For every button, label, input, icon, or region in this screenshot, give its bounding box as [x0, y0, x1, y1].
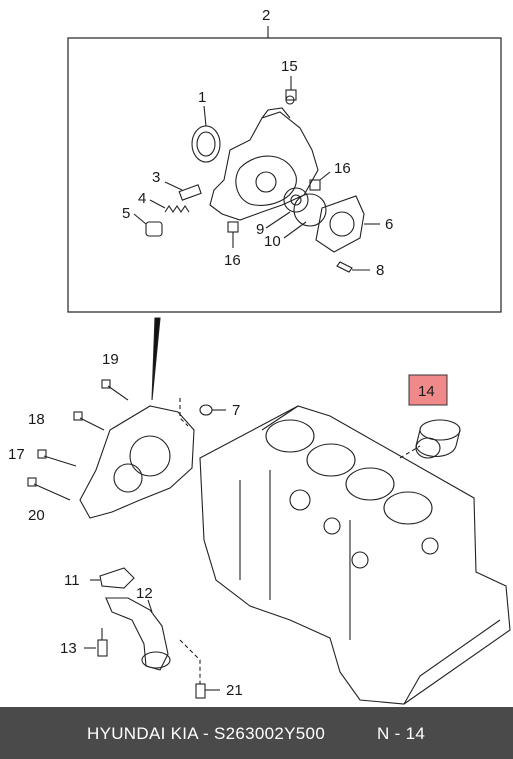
callout-12: 12 — [136, 585, 153, 602]
callout-19: 19 — [102, 351, 119, 368]
exploded-view-frame — [67, 37, 502, 313]
callout-16-a: 16 — [334, 160, 351, 177]
oil-seal — [191, 125, 221, 163]
callout-10: 10 — [264, 233, 281, 250]
outer-rotor — [293, 193, 327, 227]
callout-7: 7 — [232, 402, 240, 419]
parts-diagram: 2 1 15 3 4 5 16 9 10 6 16 8 19 7 18 17 2… — [8, 7, 511, 705]
mounted-oil-pump — [79, 405, 195, 519]
oil-strainer — [105, 597, 169, 671]
callout-2: 2 — [262, 7, 270, 24]
cylinder-block — [199, 405, 511, 705]
footer-brand-code: HYUNDAI KIA - S263002Y500 — [87, 724, 326, 743]
highlight-box — [408, 374, 448, 406]
callout-15: 15 — [281, 58, 298, 75]
callout-16-b: 16 — [224, 252, 241, 269]
oil-pump-assembly — [209, 95, 319, 221]
assembly-pointer — [151, 317, 161, 401]
callout-11: 11 — [64, 572, 80, 589]
callout-20: 20 — [28, 507, 45, 524]
footer-page-number: N - 14 — [377, 724, 426, 743]
callout-8: 8 — [376, 262, 384, 279]
callout-9: 9 — [256, 221, 264, 238]
strainer-gasket — [99, 567, 135, 589]
callout-13: 13 — [60, 640, 77, 657]
callout-21: 21 — [226, 682, 243, 699]
footer-bar: HYUNDAI KIA - S263002Y500 N - 14 — [0, 707, 513, 759]
callout-17: 17 — [8, 446, 25, 463]
callout-1: 1 — [198, 89, 206, 106]
oil-filter — [399, 419, 461, 459]
inner-rotor — [283, 187, 309, 213]
callout-18: 18 — [28, 411, 45, 428]
callout-5: 5 — [122, 205, 130, 222]
callout-6: 6 — [385, 216, 393, 233]
pump-cover — [315, 195, 365, 253]
callout-14: 14 — [418, 383, 435, 400]
callout-4: 4 — [138, 190, 146, 207]
callout-3: 3 — [152, 169, 160, 186]
